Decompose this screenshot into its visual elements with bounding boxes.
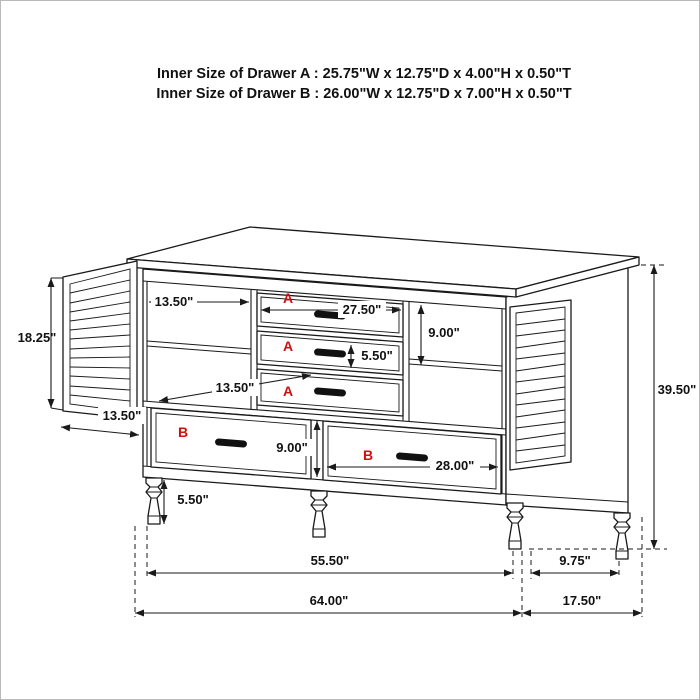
- dim-label-drawer-a-width: 27.50": [343, 302, 382, 317]
- dim-label-drawer-b-height: 9.00": [276, 440, 307, 455]
- drawer-a-2-bevel: [260, 334, 400, 372]
- dim-label-left-shelf-width: 13.50": [155, 294, 194, 309]
- drawer-bank-b: [150, 407, 502, 495]
- dim-label-overall-height: 39.50": [658, 382, 697, 397]
- front-left-leg: [145, 477, 163, 525]
- drawer-b-size-text: Inner Size of Drawer B : 26.00"W x 12.75…: [156, 86, 571, 102]
- dim-upper-opening-height: 9.00": [417, 305, 460, 365]
- dim-overall-depth: 17.50": [522, 593, 642, 617]
- drawer-letters: A A A B B: [178, 290, 373, 463]
- dim-label-leg-height: 5.50": [177, 492, 208, 507]
- drawer-a-size-text: Inner Size of Drawer A : 25.75"W x 12.75…: [157, 66, 571, 82]
- back-right-leg: [613, 512, 631, 560]
- front-left-leg-rings: [146, 486, 162, 517]
- header: Inner Size of Drawer A : 25.75"W x 12.75…: [156, 66, 571, 102]
- dim-leg-height: 5.50": [160, 480, 209, 524]
- drawer-b-1-handle: [215, 438, 247, 448]
- drawer-b-1-letter: B: [178, 424, 188, 440]
- dim-drawer-b-height: 9.00": [270, 421, 321, 477]
- right-shelf: [408, 358, 503, 372]
- right-door-panel: [509, 299, 572, 471]
- front-right-leg: [506, 502, 524, 550]
- right-door: [509, 299, 572, 471]
- dim-door-height: 18.25": [18, 277, 64, 411]
- right-door-louvers: [515, 318, 566, 452]
- legs: [145, 477, 631, 560]
- center-leg-rings: [311, 499, 327, 530]
- dim-label-overall-depth: 17.50": [563, 593, 602, 608]
- left-shelf: [146, 340, 252, 355]
- dim-overall-width: 64.00": [135, 593, 522, 617]
- front-right-leg-rings: [507, 511, 523, 542]
- dim-drawer-a-width: 27.50": [261, 301, 401, 318]
- top-right-edge: [515, 256, 640, 298]
- dim-drawer-b-width: 28.00": [327, 457, 498, 474]
- back-right-leg-rings: [614, 521, 630, 552]
- drawer-b-2-bevel: [327, 425, 497, 490]
- drawer-b-2-handle: [396, 452, 428, 462]
- dim-label-drawer-a-front-height: 5.50": [361, 348, 392, 363]
- center-leg: [310, 490, 328, 538]
- dim-rear-leg-offset: 9.75": [531, 553, 619, 577]
- left-door: [62, 260, 138, 420]
- left-door-louvers: [69, 279, 131, 402]
- right-door-inner-frame: [515, 306, 566, 464]
- dim-label-overall-width: 64.00": [310, 593, 349, 608]
- drawer-a-1-letter: A: [283, 290, 293, 306]
- drawer-a-3-letter: A: [283, 383, 293, 399]
- drawer-b-1-bevel: [155, 412, 307, 475]
- dim-label-upper-opening-height: 9.00": [428, 325, 459, 340]
- drawer-b-2-letter: B: [363, 447, 373, 463]
- dim-label-door-height: 18.25": [18, 330, 57, 345]
- dim-label-drawer-b-width: 28.00": [436, 458, 475, 473]
- dim-label-door-width: 13.50": [103, 408, 142, 423]
- dim-drawer-a-front-height: 5.50": [347, 345, 398, 368]
- dim-shelf-depth: 13.50": [158, 373, 312, 403]
- dim-left-shelf-width: 13.50": [149, 293, 249, 310]
- drawer-a-3-handle: [314, 387, 346, 397]
- dim-label-shelf-depth: 13.50": [216, 380, 255, 395]
- dim-overall-height: 39.50": [650, 265, 699, 549]
- dim-label-rear-leg-offset: 9.75": [559, 553, 590, 568]
- drawer-a-2-handle: [314, 348, 346, 358]
- dim-front-leg-span: 55.50": [147, 553, 513, 577]
- drawer-a-2-letter: A: [283, 338, 293, 354]
- dim-door-width: 13.50": [60, 407, 146, 438]
- dim-label-front-leg-span: 55.50": [311, 553, 350, 568]
